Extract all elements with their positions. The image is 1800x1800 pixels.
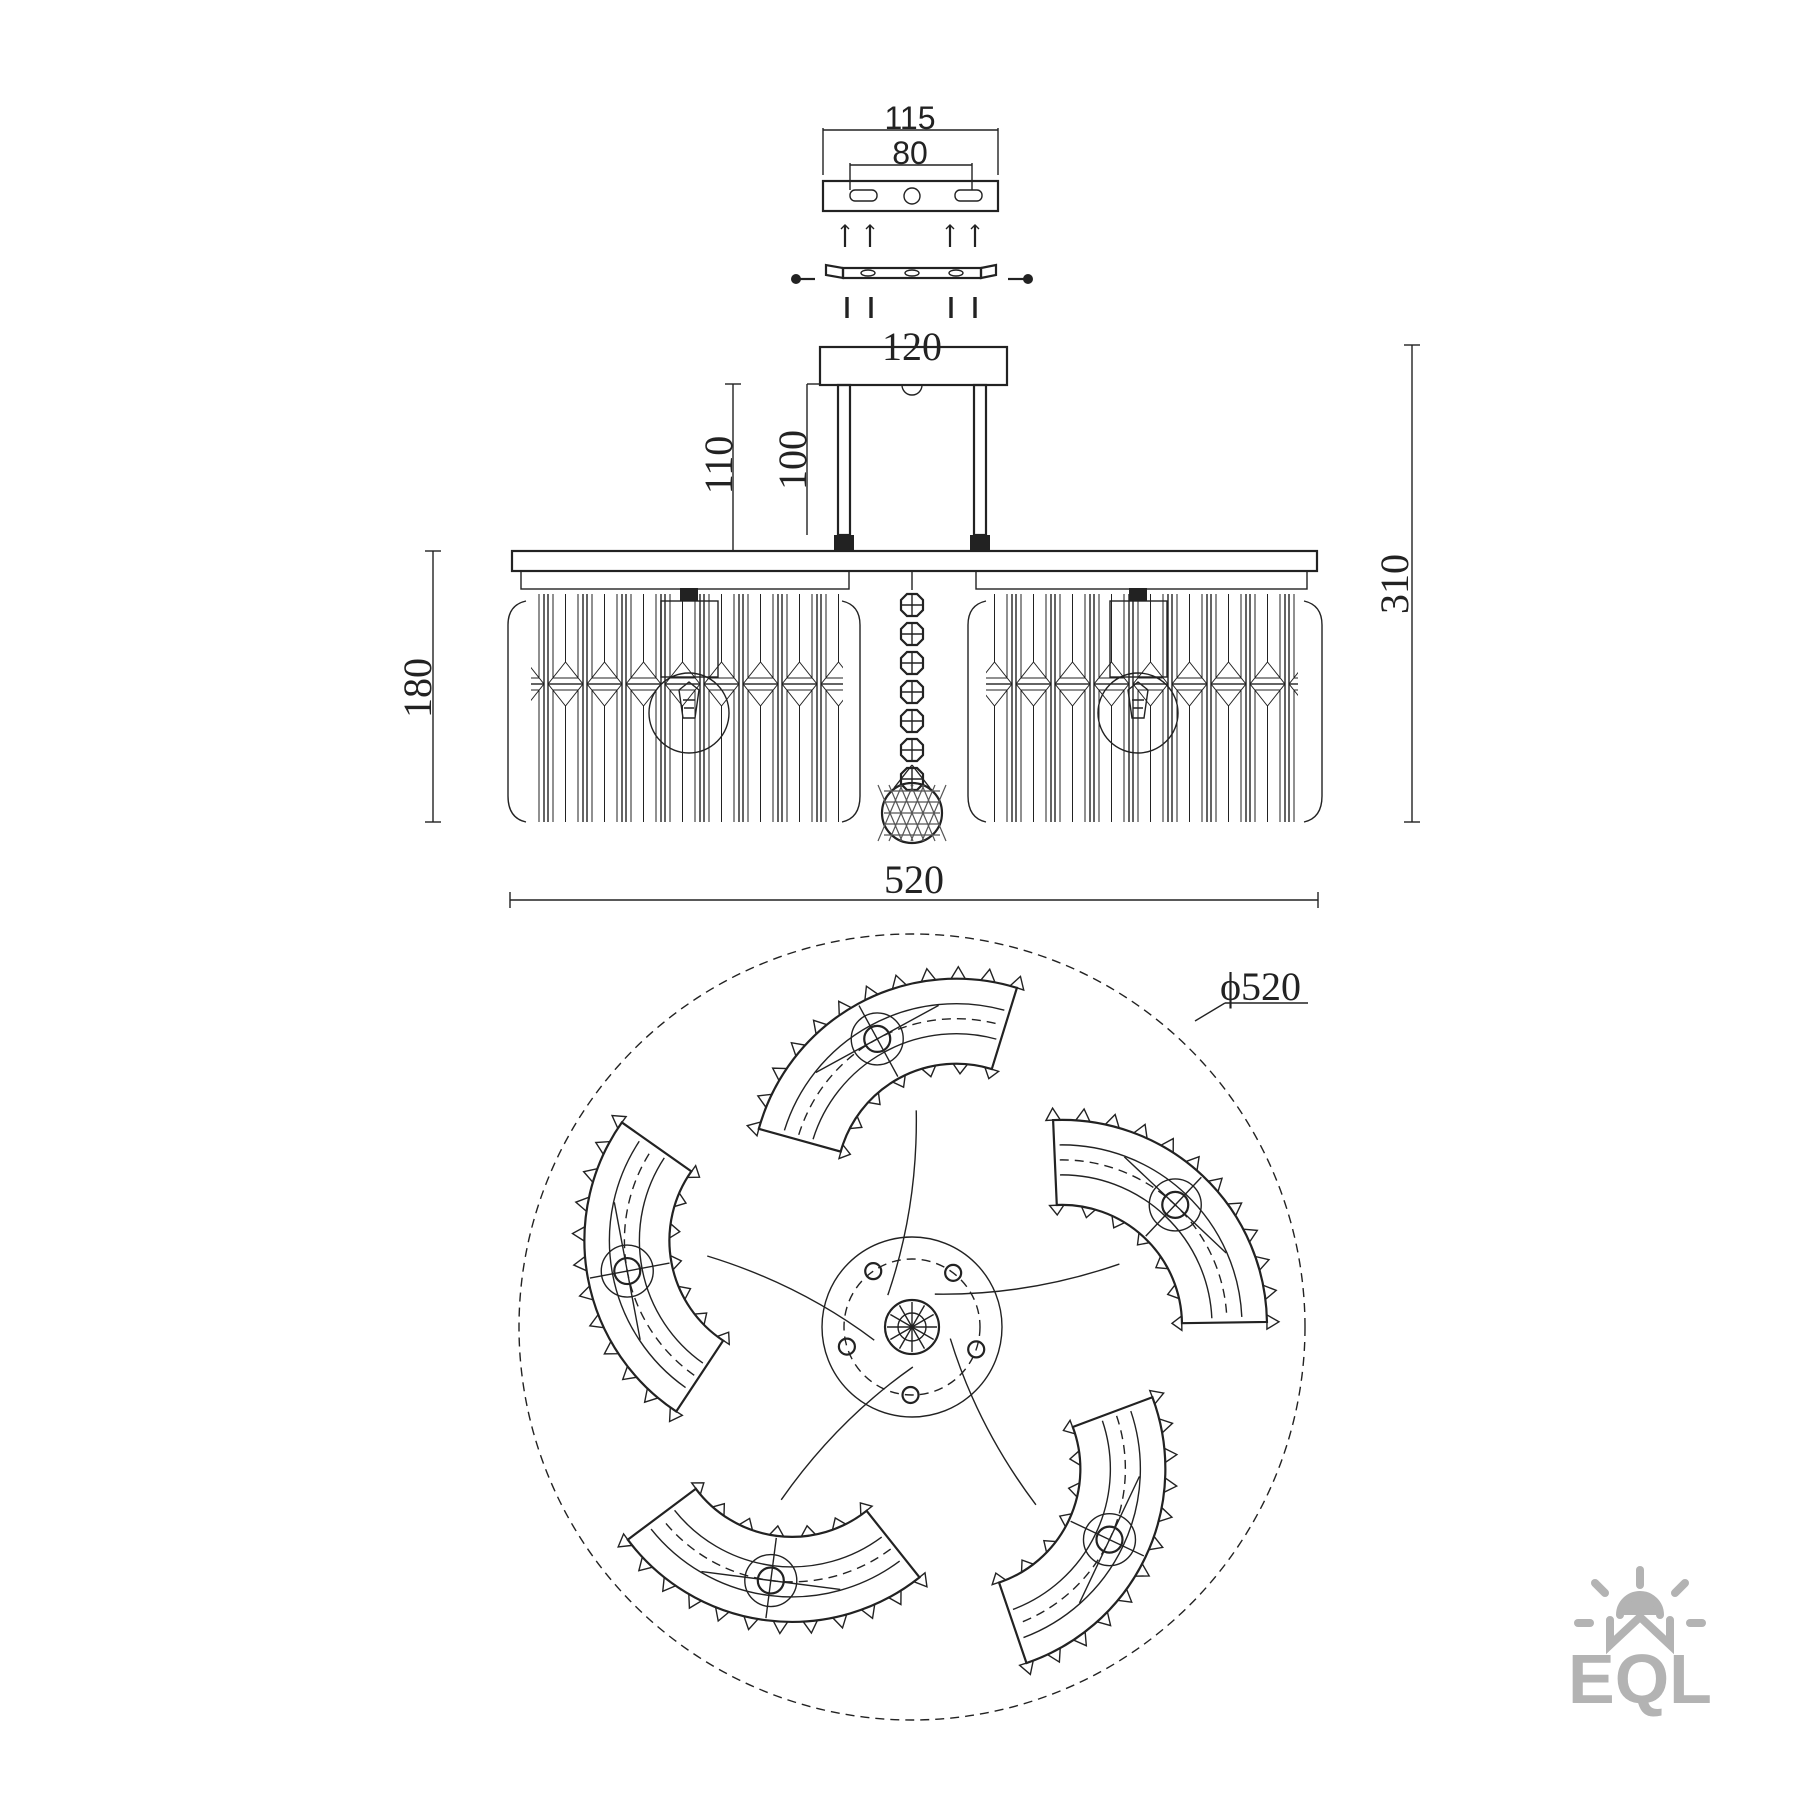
canopy: 120 bbox=[818, 324, 1009, 396]
dimension-rod-height-outer: 110 bbox=[696, 383, 741, 551]
chain-bead bbox=[899, 737, 925, 763]
dimension-total-height: 310 bbox=[1372, 344, 1420, 823]
dim-520: 520 bbox=[884, 857, 944, 902]
brand-logo: EQL bbox=[1568, 1566, 1712, 1718]
dim-115: 115 bbox=[884, 100, 935, 136]
mounting-screws bbox=[845, 297, 977, 318]
center-hub bbox=[821, 1236, 1003, 1418]
logo-text: EQL bbox=[1568, 1640, 1712, 1718]
dim-80: 80 bbox=[892, 135, 928, 171]
shade-arm bbox=[745, 965, 1025, 1296]
outline-circle bbox=[518, 933, 1306, 1721]
right-crystal-shade bbox=[967, 588, 1323, 823]
dimension-mount-hole-spacing: 80 bbox=[849, 135, 973, 190]
front-view: 115 80 bbox=[395, 100, 1420, 908]
diameter-callout: ϕ520 bbox=[1194, 964, 1308, 1022]
chain-bead bbox=[899, 679, 925, 705]
dim-120: 120 bbox=[882, 324, 942, 369]
left-crystal-shade bbox=[507, 588, 861, 823]
bracket-screw-left bbox=[791, 274, 815, 284]
dim-100: 100 bbox=[770, 430, 815, 490]
dimension-shade-height: 180 bbox=[395, 550, 441, 823]
mounting-plate bbox=[821, 179, 1000, 213]
house-roof-icon bbox=[1606, 1611, 1674, 1655]
ceiling-bracket bbox=[791, 263, 1033, 284]
main-crossbar bbox=[510, 549, 1319, 590]
dimension-total-width: 520 bbox=[509, 857, 1319, 908]
dim-110: 110 bbox=[696, 436, 741, 495]
chain-bead bbox=[899, 621, 925, 647]
shade-arm bbox=[901, 1338, 1179, 1676]
chain-bead bbox=[899, 592, 925, 618]
dim-180: 180 bbox=[395, 658, 440, 718]
dim-310: 310 bbox=[1372, 554, 1417, 614]
crystal-pendant-chain bbox=[877, 571, 947, 845]
top-view: ϕ520 bbox=[518, 933, 1308, 1721]
support-rods bbox=[834, 383, 990, 551]
shade-arms bbox=[571, 965, 1281, 1676]
chain-bead bbox=[899, 650, 925, 676]
dimension-rod-height-inner: 100 bbox=[770, 383, 820, 535]
chain-bead bbox=[899, 708, 925, 734]
shade-arm bbox=[617, 1337, 928, 1635]
diameter-label: ϕ520 bbox=[1220, 964, 1301, 1009]
shade-arm bbox=[571, 1114, 883, 1423]
hub-crystal bbox=[887, 1302, 937, 1352]
shade-arm bbox=[934, 1106, 1281, 1359]
bracket-screw-right bbox=[1008, 274, 1033, 284]
wall-anchors bbox=[840, 224, 980, 247]
crystal-ball bbox=[880, 781, 944, 845]
dimension-mount-plate-width: 115 bbox=[822, 100, 999, 175]
